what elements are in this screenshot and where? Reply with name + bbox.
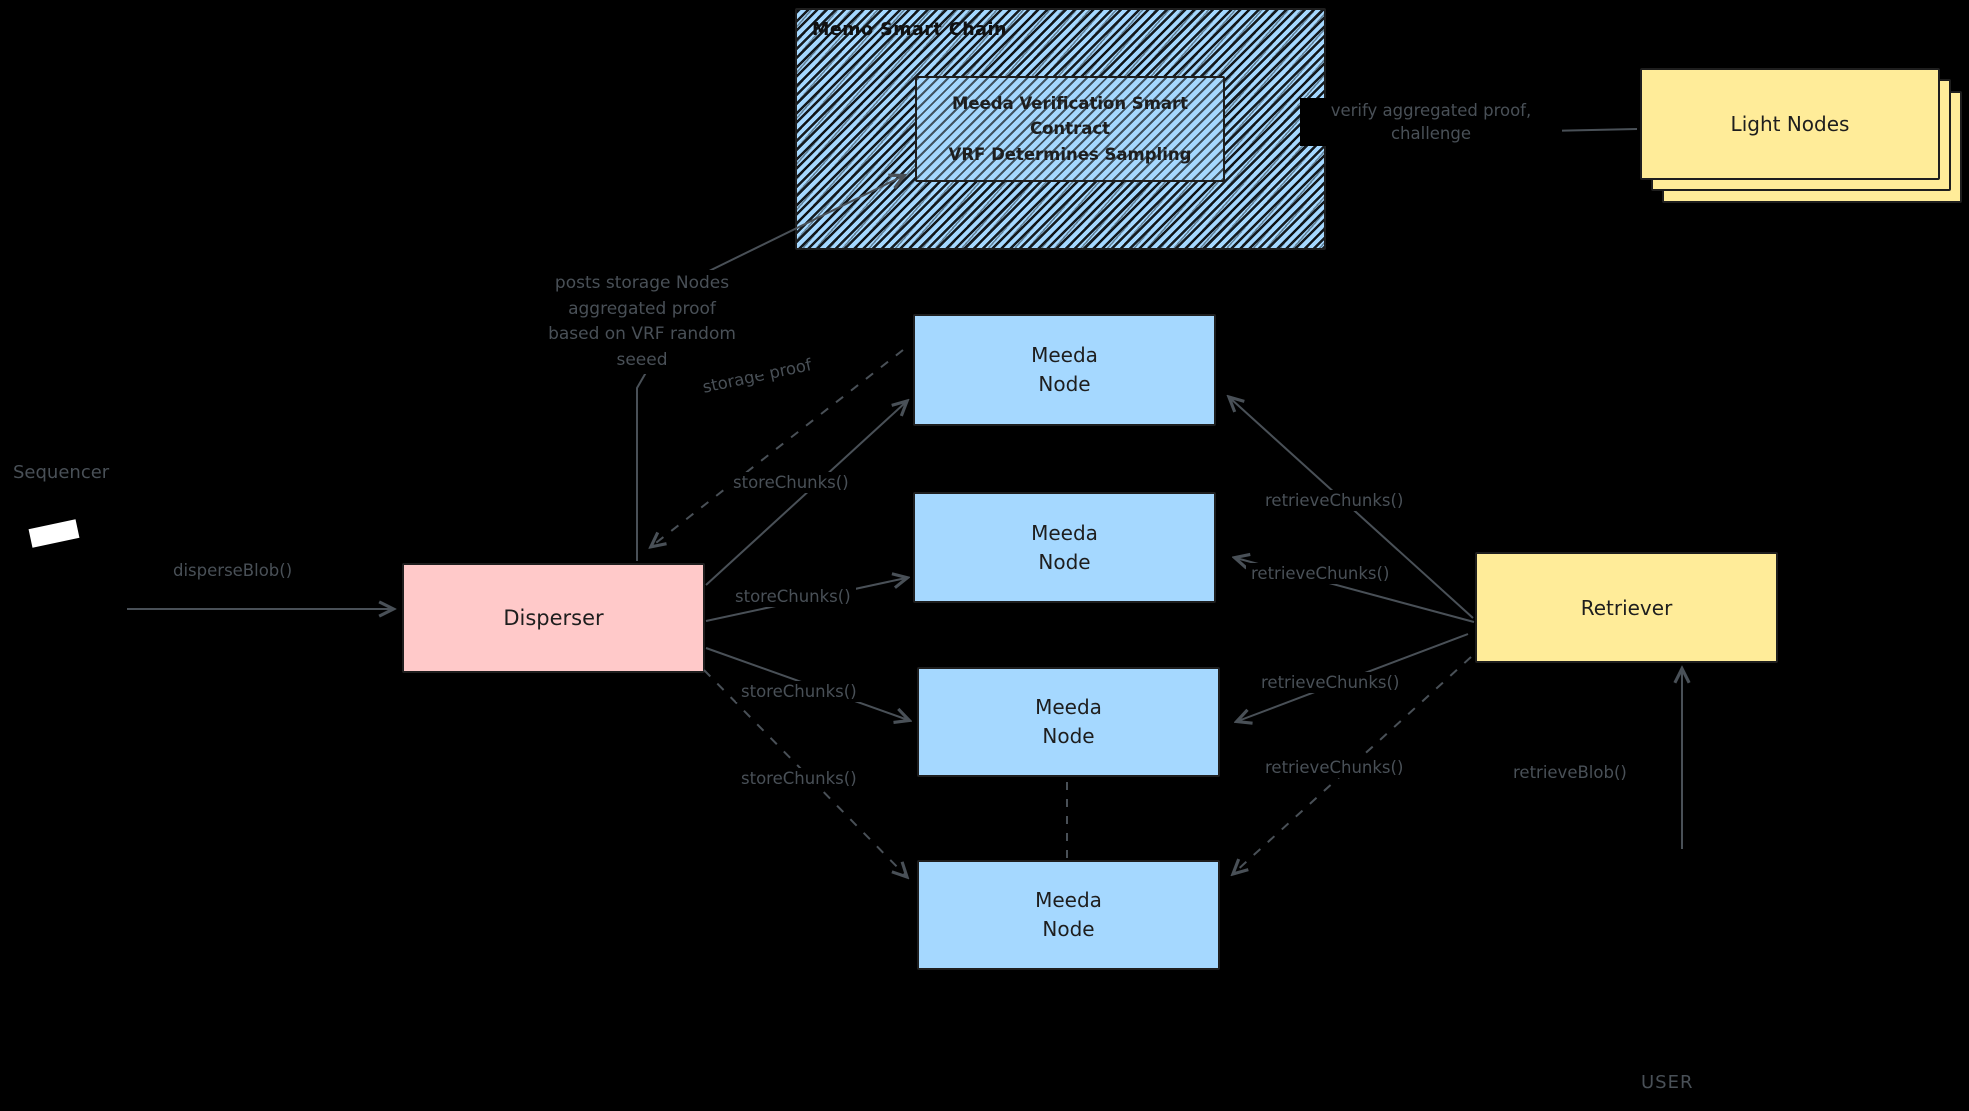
store-chunks-label-3: storeChunks(): [736, 681, 862, 702]
contract-line-3: VRF Determines Sampling: [948, 144, 1192, 164]
sequencer-label: Sequencer: [8, 461, 115, 484]
posts-proof-line-4: seeed: [616, 349, 668, 370]
meeda-node-box-1: Meeda Node: [913, 314, 1216, 426]
meeda-node-label: Node: [1042, 724, 1095, 748]
posts-proof-line-2: aggregated proof: [568, 298, 716, 319]
meeda-node-label: Node: [1038, 549, 1091, 574]
verification-contract-box: Meeda Verification Smart Contract VRF De…: [915, 76, 1225, 182]
retrieve-chunks-label-2: retrieveChunks(): [1246, 563, 1395, 584]
storage-proof-arrow: [652, 349, 904, 546]
verify-proof-line-1: verify aggregated proof,: [1330, 101, 1532, 120]
store-chunks-arrow-1: [705, 402, 906, 586]
user-label: USER: [1636, 1071, 1699, 1094]
meeda-node-label: Meeda: [1035, 695, 1102, 719]
light-nodes-label: Light Nodes: [1730, 112, 1850, 136]
contract-line-1: Meeda Verification Smart: [951, 93, 1189, 113]
meeda-node-label: Meeda: [1031, 520, 1098, 545]
retriever-label: Retriever: [1580, 595, 1673, 620]
meeda-node-label: Node: [1038, 372, 1091, 396]
retrieve-chunks-label-1: retrieveChunks(): [1260, 490, 1409, 511]
light-nodes-box: Light Nodes: [1640, 68, 1940, 180]
disperser-label: Disperser: [503, 606, 604, 630]
posts-proof-line-1: posts storage Nodes: [554, 273, 730, 293]
memo-smart-chain-title: Memo Smart Chain: [812, 20, 1007, 40]
posts-proof-line-3: based on VRF random: [548, 324, 736, 344]
disperse-blob-label: disperseBlob(): [168, 560, 298, 581]
retrieve-chunks-label-3: retrieveChunks(): [1256, 672, 1405, 693]
retrieve-blob-label: retrieveBlob(): [1508, 762, 1632, 783]
disperser-box: Disperser: [402, 563, 705, 673]
verify-proof-label: verify aggregated proof, challenge: [1300, 98, 1562, 147]
meeda-node-label: Meeda: [1035, 888, 1102, 912]
meeda-node-box-2: Meeda Node: [913, 492, 1216, 603]
posts-proof-label: posts storage Nodes aggregated proof bas…: [520, 270, 764, 374]
meeda-node-box-3: Meeda Node: [917, 667, 1220, 777]
store-chunks-label-2: storeChunks(): [730, 586, 856, 607]
meeda-node-label: Meeda: [1031, 343, 1098, 367]
store-chunks-label-4: storeChunks(): [736, 768, 862, 789]
store-chunks-label-1: storeChunks(): [728, 472, 854, 493]
meeda-node-box-4: Meeda Node: [917, 860, 1220, 970]
meeda-node-label: Node: [1042, 917, 1095, 941]
retriever-box: Retriever: [1475, 552, 1778, 663]
retrieve-chunks-label-4: retrieveChunks(): [1260, 757, 1409, 778]
contract-line-2: Contract: [1029, 119, 1111, 139]
verify-proof-line-2: challenge: [1390, 124, 1472, 144]
